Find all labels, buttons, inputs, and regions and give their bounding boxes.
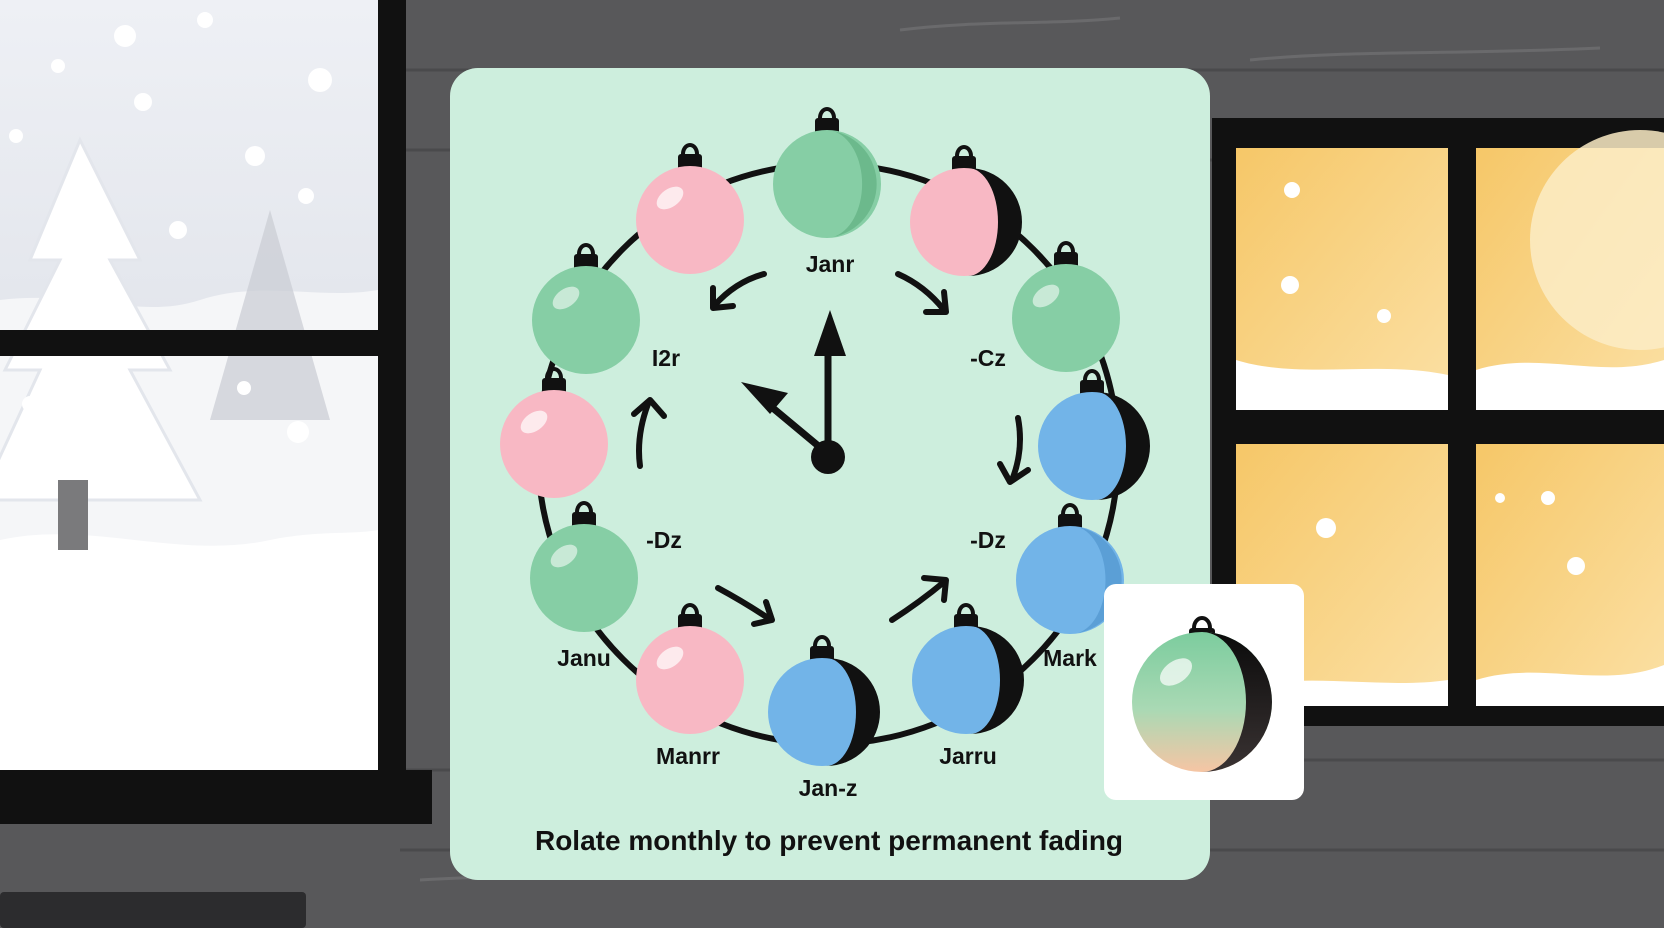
sun-icon: [1530, 130, 1664, 350]
caption: Rolate monthly to prevent permanent fadi…: [535, 825, 1123, 856]
faded-ornament-card: [1104, 584, 1304, 800]
clock-hands-icon: [741, 310, 846, 474]
snowflake-icon: [9, 12, 332, 443]
label-top: Janr: [806, 251, 855, 277]
label-lower-right: Mark: [1043, 645, 1097, 671]
label-bottom: Jan-z: [799, 775, 858, 801]
label-upper-left: I2r: [652, 345, 680, 371]
label-upper-right: -Cz: [970, 345, 1006, 371]
month-labels: Janr I2r -Cz -Dz -Dz Janu Mark Manrr Jar…: [557, 251, 1097, 801]
faded-ornament-icon: [1132, 616, 1272, 772]
rotation-arrow-icon: [631, 271, 1031, 627]
label-bottom-right: Jarru: [939, 743, 997, 769]
warm-window: [1212, 118, 1664, 726]
floor-shadow: [0, 892, 306, 928]
tree-icon: [0, 136, 330, 550]
label-mid-right: -Dz: [970, 527, 1006, 553]
label-bottom-left: Manrr: [656, 743, 720, 769]
snowflake-icon: [1281, 182, 1585, 575]
snowy-window: [0, 0, 432, 824]
label-lower-left: Janu: [557, 645, 611, 671]
label-mid-left: -Dz: [646, 527, 682, 553]
